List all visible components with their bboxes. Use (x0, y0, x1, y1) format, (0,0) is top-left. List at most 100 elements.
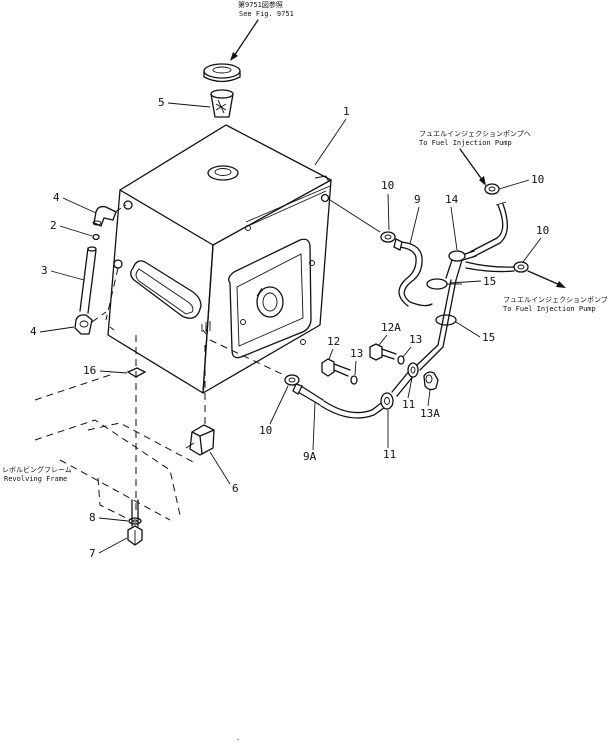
level-gauge-tube (79, 246, 97, 314)
tank-bracket (185, 424, 215, 456)
hose-clamp-bottom (284, 374, 300, 386)
hose-clamp-tank-outlet (380, 231, 396, 243)
supply-hose-upper (469, 204, 504, 253)
leader-10-bottom (269, 385, 289, 425)
hidden-line-elbow (114, 204, 127, 213)
mounting-bolt (127, 499, 143, 546)
to-pump-note-top-en: To Fuel Injection Pump (419, 139, 512, 147)
filler-cap (203, 63, 241, 83)
callout-4-lower: 4 (30, 325, 37, 338)
tee-fitting (445, 250, 477, 281)
leader-16 (99, 370, 128, 374)
callout-6: 6 (232, 482, 239, 495)
callout-10-right: 10 (536, 224, 549, 237)
to-pump-note-right-jp: フュエルインジェクションポンプヘ (503, 296, 607, 304)
banjo-bolt (321, 358, 351, 377)
callout-8: 8 (89, 511, 96, 524)
hidden-line-side (105, 267, 119, 321)
seal-washer-left (350, 375, 358, 385)
callout-15-lower: 15 (482, 331, 495, 344)
leader-11-upper (407, 377, 413, 399)
fuel-pipe (415, 279, 457, 371)
leader-10-right (522, 237, 542, 263)
leader-2 (59, 225, 93, 237)
banjo-bolt-a (369, 343, 397, 361)
callout-9: 9 (414, 193, 421, 206)
callout-13a: 13A (420, 407, 440, 420)
callout-10-top-right: 10 (531, 173, 544, 186)
revolving-frame-outline (34, 374, 196, 526)
leader-13a (427, 389, 431, 407)
callout-5: 5 (158, 96, 165, 109)
leader-1 (314, 118, 347, 166)
leader-6 (209, 451, 231, 485)
pipe-clamp-upper (426, 278, 462, 290)
callout-3: 3 (41, 264, 48, 277)
callout-11-upper: 11 (402, 398, 415, 411)
hidden-line-lower (91, 311, 107, 323)
seal-washer-right (397, 355, 405, 365)
callout-13-left: 13 (350, 347, 363, 360)
leader-13-right (402, 346, 412, 358)
callout-12a: 12A (381, 321, 401, 334)
callout-11-lower: 11 (383, 448, 396, 461)
fuel-hose (393, 238, 433, 307)
leader-3 (50, 270, 85, 281)
see-fig-arrow (233, 19, 259, 57)
leader-4-lower (39, 326, 75, 333)
to-pump-note-top-jp: フュエルインジェクションポンプヘ (419, 130, 531, 138)
leader-4-upper (62, 197, 97, 214)
elbow-fitting-upper (92, 205, 117, 227)
fuel-tank (107, 124, 332, 394)
hidden-line-bottom (209, 339, 287, 377)
hose-clamp-right (513, 261, 529, 273)
pipe-clamp-lower (435, 314, 457, 326)
hose-clamp-top (484, 183, 500, 195)
leader-10-mid (387, 193, 390, 231)
callout-13-right: 13 (409, 333, 422, 346)
leader-7 (98, 537, 128, 554)
callout-12: 12 (327, 335, 340, 348)
to-pump-top-arrow (459, 148, 484, 182)
callout-1: 1 (343, 105, 350, 118)
o-ring (92, 233, 100, 241)
callout-4-upper: 4 (53, 191, 60, 204)
callout-10-bottom: 10 (259, 424, 272, 437)
leader-10-top-right (498, 179, 530, 190)
see-fig-note-en: See Fig. 9751 (239, 10, 294, 18)
to-pump-top-arrowhead (479, 176, 486, 186)
banjo-joint-lower (380, 392, 394, 410)
leader-15-lower (455, 321, 481, 338)
to-pump-right-arrow (527, 270, 561, 286)
revolving-frame-label-jp: レボルビングフレーム (2, 465, 72, 474)
banjo-joint-upper (407, 362, 419, 378)
callout-14: 14 (445, 193, 459, 206)
callout-16: 16 (83, 364, 96, 377)
to-pump-note-right-en: To Fuel Injection Pump (503, 305, 596, 313)
callout-9a: 9A (303, 450, 317, 463)
leader-15-upper (449, 280, 482, 284)
blind-cap (423, 371, 439, 391)
callout-7: 7 (89, 547, 96, 560)
leader-9 (409, 206, 420, 245)
callout-2: 2 (50, 219, 57, 232)
fuel-hose-a (292, 383, 389, 419)
leader-14 (450, 206, 458, 251)
see-fig-arrowhead (230, 52, 238, 61)
leader-12a (378, 334, 388, 346)
callout-10-mid: 10 (381, 179, 394, 192)
revolving-frame-label-en: Revolving Frame (4, 475, 67, 483)
elbow-fitting-lower (74, 314, 93, 335)
to-pump-right-arrowhead (556, 281, 566, 288)
return-hose (465, 261, 515, 273)
leader-5 (167, 102, 211, 108)
tank-outlet-line (329, 199, 381, 233)
leader-13-left (354, 360, 357, 376)
washer (128, 517, 142, 525)
see-fig-note-jp: 第9751図参照 (238, 0, 283, 9)
callout-15-upper: 15 (483, 275, 496, 288)
leader-8 (98, 517, 129, 522)
leader-9a (312, 401, 316, 451)
